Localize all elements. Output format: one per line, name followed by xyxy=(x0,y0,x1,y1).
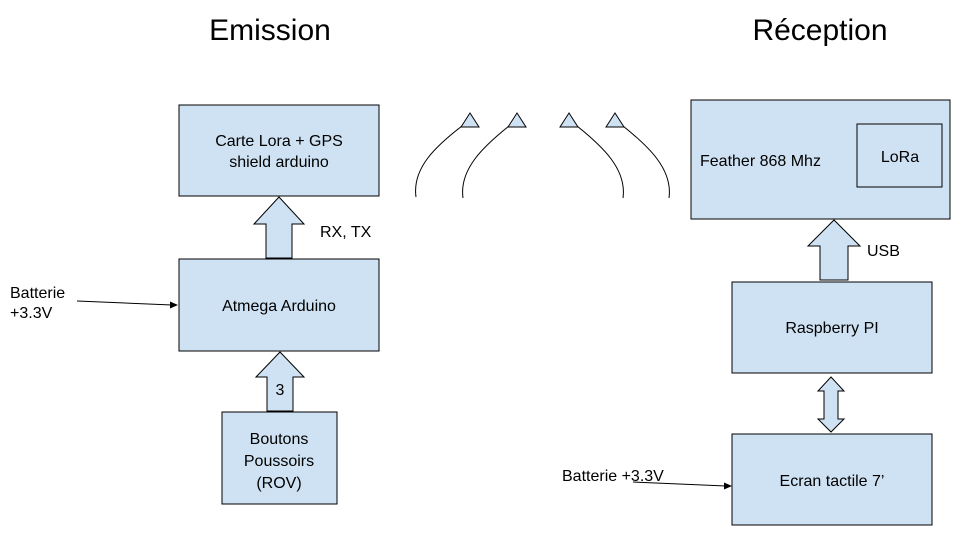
push-buttons-block xyxy=(221,411,338,505)
radio-wave-1 xyxy=(415,125,463,198)
lora-gps-shield-label-line1: Carte Lora + GPS xyxy=(215,133,343,150)
raspberry-pi-block xyxy=(731,281,933,374)
feather-868-label: Feather 868 Mhz xyxy=(700,153,821,170)
atmega-to-lora-arrow xyxy=(252,196,306,259)
touch-screen-label: Ecran tactile 7’ xyxy=(780,473,885,490)
radio-wave-4 xyxy=(622,125,670,199)
raspberry-pi-label: Raspberry PI xyxy=(785,320,878,337)
emission-battery-arrowhead xyxy=(170,301,178,309)
buttons-to-atmega-arrow xyxy=(254,351,306,412)
usb-label: USB xyxy=(867,243,900,260)
push-buttons-label-line2: Poussoirs xyxy=(244,453,314,470)
emission-battery-label-line2: +3.3V xyxy=(10,305,53,322)
lora-gps-shield-label-line2: shield arduino xyxy=(229,154,329,171)
emission-battery-label-line1: Batterie xyxy=(10,285,65,302)
raspberry-to-feather-arrow xyxy=(806,219,862,281)
radio-wave-1-arrowhead xyxy=(460,112,480,128)
reception-title: Réception xyxy=(752,14,887,47)
radio-wave-3 xyxy=(576,125,624,199)
radio-wave-3-arrowhead xyxy=(559,112,579,128)
touch-screen-block xyxy=(731,433,933,526)
lora-module-label: LoRa xyxy=(881,149,919,166)
atmega-arduino-label: Atmega Arduino xyxy=(222,298,336,315)
radio-wave-2 xyxy=(462,125,510,199)
radio-wave-2-arrowhead xyxy=(507,112,527,128)
raspberry-screen-double-arrow xyxy=(816,376,846,433)
push-buttons-label-line1: Boutons xyxy=(250,431,309,448)
buttons-count-label: 3 xyxy=(276,382,285,399)
reception-battery-arrowhead xyxy=(724,482,732,490)
emission-battery-line xyxy=(76,300,173,306)
rx-tx-label: RX, TX xyxy=(320,224,372,241)
lora-gps-shield-block xyxy=(178,104,380,197)
radio-wave-4-arrowhead xyxy=(605,112,625,128)
reception-battery-label: Batterie +3.3V xyxy=(562,468,664,485)
push-buttons-label-line3: (ROV) xyxy=(256,475,301,492)
reception-battery-line xyxy=(632,481,727,487)
emission-title: Emission xyxy=(209,14,331,47)
atmega-arduino-block xyxy=(178,258,380,352)
lora-module-block xyxy=(856,123,943,188)
